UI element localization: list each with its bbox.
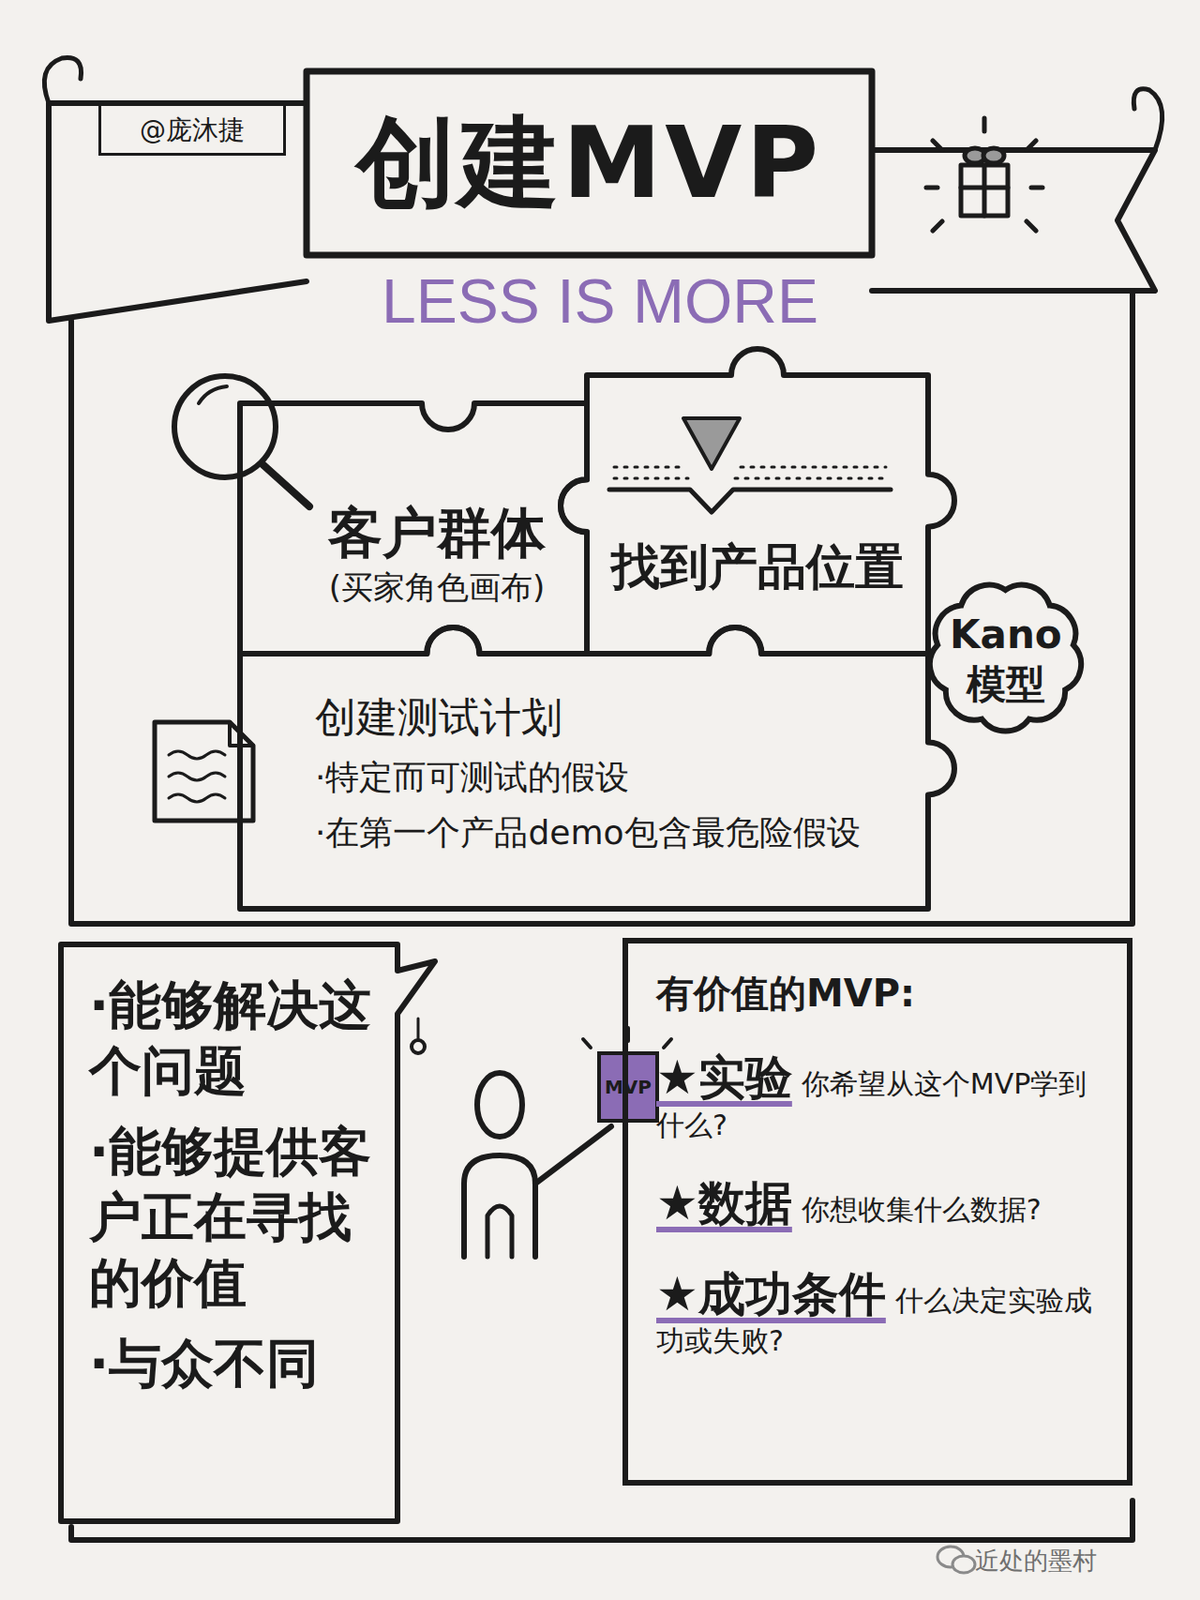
cloud-outline (930, 585, 1081, 732)
puzzle-piece-outline (586, 375, 929, 654)
valuable-mvp-box: 有价值的MVP: ★实验你希望从这个MVP学到什么? ★数据你想收集什么数据? ★成功… (622, 937, 1133, 1485)
item-body: 你想收集什么数据? (801, 1192, 1042, 1226)
node-subtext: ·与众不同 (89, 1330, 377, 1396)
puzzle-piece: 找到产品位置 (586, 375, 929, 654)
ribbon-right (871, 150, 1155, 291)
node-text: 创建测试计划 (315, 690, 910, 743)
puzzle-outline (240, 627, 955, 909)
ribbon-curl (1133, 89, 1162, 150)
person-figure (411, 1018, 672, 1257)
title-box: 创建MVP (306, 71, 872, 255)
value-item: ★成功条件什么决定实验成功或失败? (656, 1264, 1105, 1359)
node-text: 客户群体 (296, 498, 578, 568)
node-subtext: ·特定而可测试的假设 (315, 755, 910, 798)
node-subtext: ·在第一个产品demo包含最危险假设 (315, 810, 910, 854)
ribbon-left (48, 103, 307, 321)
slogan: LESS IS MORE (281, 262, 919, 341)
node-text: 找到产品位置 (596, 536, 919, 598)
puzzle-outline (560, 348, 955, 654)
gift-icon (926, 118, 1043, 231)
node-text: Kano 模型 (949, 610, 1062, 709)
node-text: MVP (604, 1075, 652, 1099)
node-subtext: ·能够提供客户正在寻找的价值 (89, 1118, 377, 1316)
box-heading: 有价值的MVP: (656, 969, 1105, 1017)
criteria-box: ·能够解决这个问题 ·能够提供客户正在寻找的价值 ·与众不同 (60, 944, 398, 1521)
title-banner (306, 71, 872, 255)
puzzle-outline (240, 403, 587, 654)
author-box: @庞沐捷 (98, 103, 286, 156)
puzzle-piece: 创建测试计划 ·特定而可测试的假设 ·在第一个产品demo包含最危险假设 (240, 653, 929, 909)
wechat-icon (937, 1545, 975, 1573)
item-heading: ★成功条件 (656, 1266, 886, 1321)
puzzle-piece: 客户群体(买家角色画布) (240, 403, 587, 654)
value-item: ★数据你想收集什么数据? (656, 1173, 1105, 1233)
mvp-sign: MVP (597, 1050, 660, 1123)
frame (71, 290, 1133, 924)
node-text: @庞沐捷 (108, 113, 276, 147)
speech-outline (60, 944, 435, 1521)
value-item: ★实验你希望从这个MVP学到什么? (656, 1048, 1105, 1142)
watermark: 近处的墨村 (975, 1545, 1172, 1576)
kano-cloud: Kano 模型 (923, 576, 1088, 736)
position-icon (609, 418, 891, 512)
diagram-title: 创建MVP (356, 101, 823, 226)
node-subtext: (买家角色画布) (296, 567, 578, 608)
item-heading: ★实验 (656, 1050, 793, 1105)
ribbon-curl (44, 57, 81, 104)
node-text: ·能够解决这个问题 (89, 972, 377, 1104)
item-heading: ★数据 (656, 1175, 793, 1230)
